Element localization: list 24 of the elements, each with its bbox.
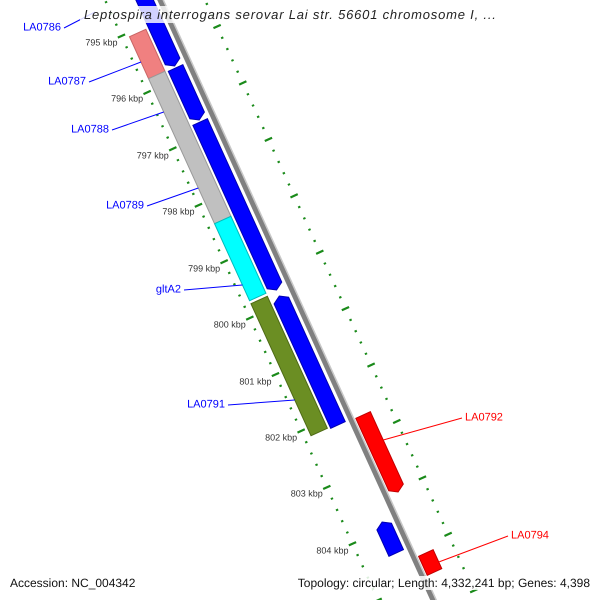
gene-feature <box>355 411 404 493</box>
sequence-stats: Topology: circular; Length: 4,332,241 bp; Genes: 4,398 <box>296 576 592 590</box>
leader-line <box>382 418 462 440</box>
leader-line <box>438 536 508 562</box>
gene-feature <box>274 295 346 429</box>
gene-label: gltA2 <box>154 284 182 296</box>
scale-label: 803 kbp <box>290 488 323 500</box>
scale-label: 797 kbp <box>136 150 169 162</box>
gene-block <box>128 28 166 80</box>
gene-block <box>418 549 442 576</box>
gene-feature <box>376 521 404 557</box>
leader-line <box>88 62 142 82</box>
leader-line <box>146 188 199 206</box>
scale-label: 799 kbp <box>188 263 220 274</box>
gene-feature <box>168 64 205 121</box>
scale-label: 802 kbp <box>265 432 298 444</box>
scale-label: 800 kbp <box>214 320 246 331</box>
scale-label: 795 kbp <box>85 37 118 48</box>
accession-label: Accession: NC_004342 <box>8 576 138 590</box>
leader-line <box>112 112 164 130</box>
scale-label: 804 kbp <box>316 545 348 556</box>
scale-label: 798 kbp <box>162 206 194 218</box>
scale-label: 796 kbp <box>111 94 144 105</box>
scale-label: 801 kbp <box>239 376 272 387</box>
